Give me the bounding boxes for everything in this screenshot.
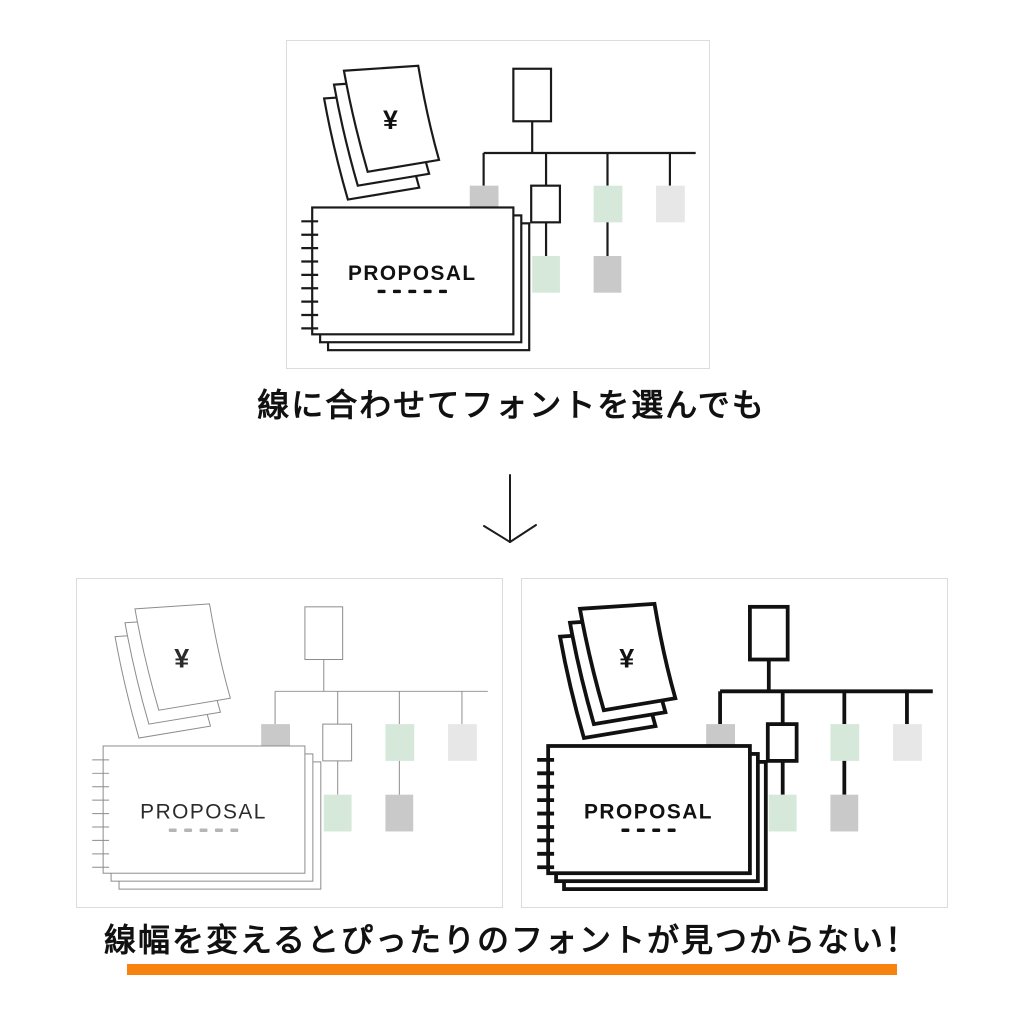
org-box-green-2 bbox=[323, 794, 352, 832]
org-chart bbox=[706, 604, 933, 832]
org-box-outlined bbox=[322, 723, 353, 762]
proposal-label: PROPOSAL bbox=[140, 801, 267, 824]
caption-bottom: 線幅を変えるとぴったりのフォントが見つからない！ bbox=[0, 921, 1023, 976]
org-box-gray-2 bbox=[385, 794, 414, 832]
org-box-green-2 bbox=[768, 794, 797, 832]
yen-symbol: ¥ bbox=[174, 643, 189, 673]
org-box-lightgray bbox=[448, 724, 477, 761]
yen-symbol: ¥ bbox=[619, 643, 634, 673]
illustration-before: ¥ PROPOSAL bbox=[301, 64, 696, 352]
proposal-notebook: PROPOSAL bbox=[537, 744, 768, 891]
illustration-before: ¥ PROPOSAL bbox=[301, 64, 696, 352]
proposal-notebook: PROPOSAL bbox=[301, 206, 531, 352]
org-root-box bbox=[512, 67, 553, 123]
org-box-green bbox=[830, 724, 860, 761]
yen-documents: ¥ bbox=[557, 601, 678, 741]
org-box-outlined bbox=[530, 184, 562, 224]
caption-bottom-text: 線幅を変えるとぴったりのフォントが見つからない！ bbox=[103, 922, 920, 958]
illustration-after-thin: ¥ PROPOSAL bbox=[92, 603, 488, 890]
illustration-after-thick: ¥ PROPOSAL bbox=[537, 601, 933, 891]
caption-top: 線に合わせてフォントを選んでも bbox=[257, 387, 766, 423]
org-root-box bbox=[748, 604, 790, 662]
yen-symbol: ¥ bbox=[383, 105, 398, 135]
panel-before: ¥ PROPOSAL bbox=[286, 40, 710, 369]
down-arrow-icon bbox=[483, 474, 537, 543]
orange-underline bbox=[126, 964, 897, 976]
proposal-label: PROPOSAL bbox=[348, 262, 477, 285]
panel-after-thin: ¥ PROPOSAL bbox=[76, 578, 503, 908]
panel-after-thick: ¥ PROPOSAL bbox=[521, 578, 948, 908]
org-box-green-2 bbox=[532, 256, 560, 293]
org-root-box bbox=[304, 606, 344, 661]
yen-documents: ¥ bbox=[114, 603, 231, 739]
proposal-dashes bbox=[377, 289, 447, 294]
proposal-dashes bbox=[168, 828, 239, 832]
org-box-lightgray bbox=[656, 185, 685, 223]
org-box-lightgray bbox=[893, 724, 922, 761]
yen-documents: ¥ bbox=[322, 64, 441, 201]
org-chart bbox=[261, 606, 488, 832]
illustration-after-thick: ¥ PROPOSAL bbox=[537, 601, 933, 891]
illustration-after-thin: ¥ PROPOSAL bbox=[92, 603, 488, 890]
org-box-green bbox=[593, 185, 623, 223]
proposal-label: PROPOSAL bbox=[584, 801, 713, 824]
org-box-gray-2 bbox=[593, 256, 622, 293]
org-box-green bbox=[385, 724, 415, 761]
proposal-dashes bbox=[621, 828, 676, 832]
org-box-outlined bbox=[765, 722, 799, 763]
proposal-notebook: PROPOSAL bbox=[92, 745, 322, 890]
org-box-gray-2 bbox=[830, 794, 859, 832]
